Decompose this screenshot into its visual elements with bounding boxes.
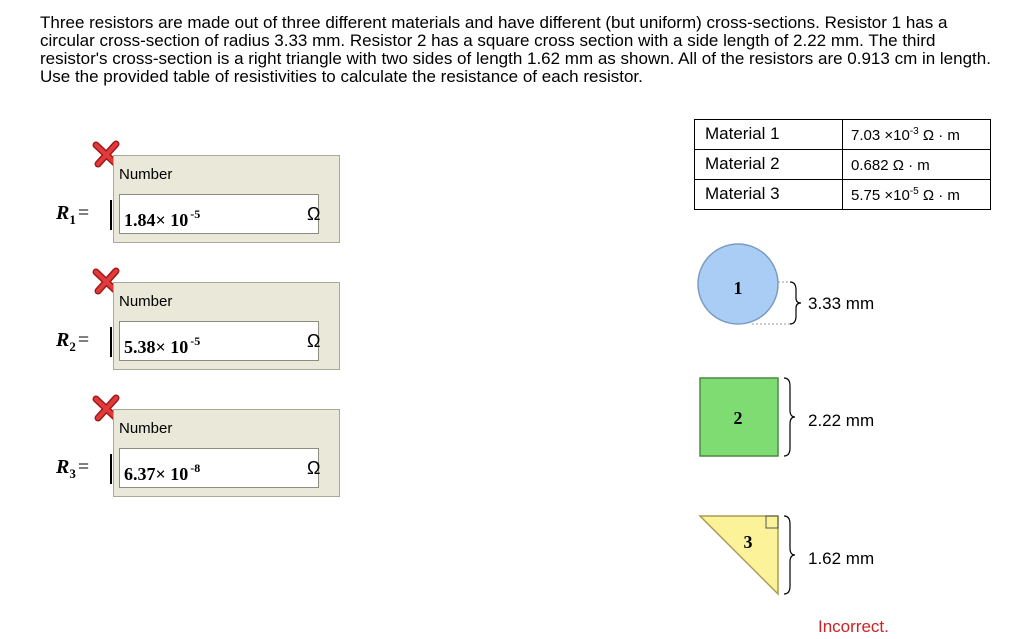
- divider: [110, 200, 112, 230]
- answer-box-r3: Number 6.37× 10-8 Ω: [113, 409, 340, 497]
- r1-label: R1=: [56, 202, 90, 227]
- brace: [783, 515, 796, 595]
- number-label: Number: [119, 166, 173, 183]
- brace: [789, 281, 802, 325]
- problem-text: Three resistors are made out of three di…: [40, 13, 991, 86]
- triangle-number: 3: [744, 532, 753, 552]
- square-cross-section: [699, 377, 779, 457]
- r2-label: R2=: [56, 329, 90, 354]
- table-row: Material 2 0.682 Ω · m: [694, 149, 991, 180]
- square-number: 2: [734, 408, 743, 428]
- resistivity-cell: 5.75 ×10-5 Ω · m: [842, 179, 991, 210]
- material-cell: Material 3: [694, 179, 843, 210]
- r3-input[interactable]: 6.37× 10-8: [119, 448, 319, 488]
- triangle-dimension: 1.62 mm: [808, 549, 875, 568]
- cross-sections-figure: 1 2 3: [697, 243, 802, 596]
- r3-label: R3=: [56, 456, 90, 481]
- r1-input[interactable]: 1.84× 10-5: [119, 194, 319, 234]
- divider: [110, 327, 112, 357]
- material-cell: Material 2: [694, 149, 843, 180]
- ohm-unit: Ω: [307, 458, 321, 478]
- divider: [110, 454, 112, 484]
- circle-number: 1: [734, 278, 743, 298]
- ohm-unit: Ω: [307, 331, 321, 351]
- answer-box-r2: Number 5.38× 10-5 Ω: [113, 282, 340, 370]
- status-message: Incorrect.: [818, 617, 889, 636]
- answer-box-r1: Number 1.84× 10-5 Ω: [113, 155, 340, 243]
- circle-cross-section: [697, 243, 779, 325]
- brace: [783, 377, 796, 457]
- x-icon: [92, 140, 120, 168]
- triangle-cross-section: [698, 515, 779, 596]
- x-icon: [92, 394, 120, 422]
- r2-input[interactable]: 5.38× 10-5: [119, 321, 319, 361]
- resistivity-cell: 7.03 ×10-3 Ω · m: [842, 119, 991, 150]
- material-cell: Material 1: [694, 119, 843, 150]
- table-row: Material 1 7.03 ×10-3 Ω · m: [694, 119, 991, 150]
- resistivity-table: Material 1 7.03 ×10-3 Ω · m Material 2 0…: [694, 119, 991, 210]
- number-label: Number: [119, 420, 173, 437]
- square-dimension: 2.22 mm: [808, 411, 875, 430]
- circle-dimension: 3.33 mm: [808, 294, 875, 313]
- ohm-unit: Ω: [307, 204, 321, 224]
- table-row: Material 3 5.75 ×10-5 Ω · m: [694, 179, 991, 210]
- resistivity-cell: 0.682 Ω · m: [842, 149, 991, 180]
- right-angle-mark: [765, 515, 779, 529]
- x-icon: [92, 267, 120, 295]
- number-label: Number: [119, 293, 173, 310]
